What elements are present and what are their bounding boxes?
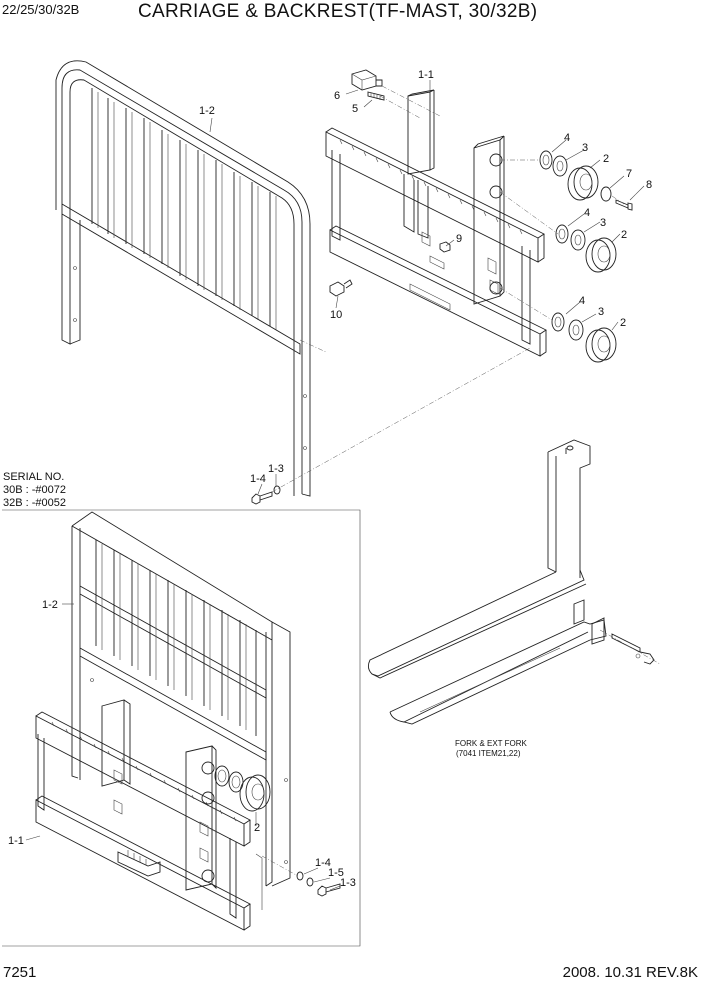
callout-10: 10 <box>330 309 342 321</box>
load-backrest-top <box>55 60 311 497</box>
roller-set-upper <box>539 150 633 211</box>
callout-9: 9 <box>456 233 462 245</box>
pin-5 <box>367 91 385 101</box>
callout-1-4-top: 1-4 <box>250 473 266 485</box>
page-title: CARRIAGE & BACKREST(TF-MAST, 30/32B) <box>138 1 538 22</box>
callout-4-middle: 4 <box>584 207 590 219</box>
serial-heading: SERIAL NO. <box>3 471 65 483</box>
callout-3-lower: 3 <box>598 306 604 318</box>
carriage-top <box>325 127 547 357</box>
bolt-10 <box>329 279 353 297</box>
detail-frame <box>2 509 361 947</box>
fork-note-title: FORK & EXT FORK <box>455 739 527 748</box>
serial-line-32b: 32B : -#0052 <box>3 497 66 509</box>
bolt-9 <box>439 241 451 253</box>
roller-bracket <box>473 135 505 305</box>
callout-6: 6 <box>334 90 340 102</box>
callout-1-5-bottom: 1-5 <box>328 867 344 879</box>
carriage-bottom <box>35 699 271 931</box>
callout-2-bottom: 2 <box>254 822 260 834</box>
callout-2-upper: 2 <box>603 153 609 165</box>
callout-3-upper: 3 <box>582 142 588 154</box>
roller-set-middle <box>555 224 617 273</box>
fork-note-ref: (7041 ITEM21,22) <box>456 749 521 758</box>
callout-1-2-bottom: 1-2 <box>42 599 58 611</box>
page-number: 7251 <box>3 964 37 981</box>
load-backrest-bottom <box>71 511 291 887</box>
bolt-6 <box>351 69 383 91</box>
fork-plate-1-1 <box>407 89 435 175</box>
callout-1-1-bottom: 1-1 <box>8 835 24 847</box>
callout-2-middle: 2 <box>621 229 627 241</box>
assembly-center-lines-top <box>271 85 625 493</box>
callout-1-4-bottom: 1-4 <box>315 857 331 869</box>
serial-line-30b: 30B : -#0072 <box>3 484 66 496</box>
date-revision: 2008. 10.31 REV.8K <box>562 964 698 981</box>
callout-7: 7 <box>626 168 632 180</box>
callout-3-middle: 3 <box>600 217 606 229</box>
callout-1-3-bottom: 1-3 <box>340 877 356 889</box>
callout-4-lower: 4 <box>579 295 585 307</box>
callout-5: 5 <box>352 103 358 115</box>
model-code: 22/25/30/32B <box>2 2 80 17</box>
roller-set-lower <box>551 312 617 363</box>
bolt-1-4-top <box>251 491 273 505</box>
washer-1-3-top <box>273 485 281 495</box>
callout-2-lower: 2 <box>620 317 626 329</box>
callout-1-2-top: 1-2 <box>199 105 215 117</box>
callout-8: 8 <box>646 179 652 191</box>
callout-1-1-top: 1-1 <box>418 69 434 81</box>
callout-4-upper: 4 <box>564 132 570 144</box>
callout-leaders <box>25 80 645 891</box>
fork-ext-fork <box>367 439 661 725</box>
callout-1-3-top: 1-3 <box>268 463 284 475</box>
